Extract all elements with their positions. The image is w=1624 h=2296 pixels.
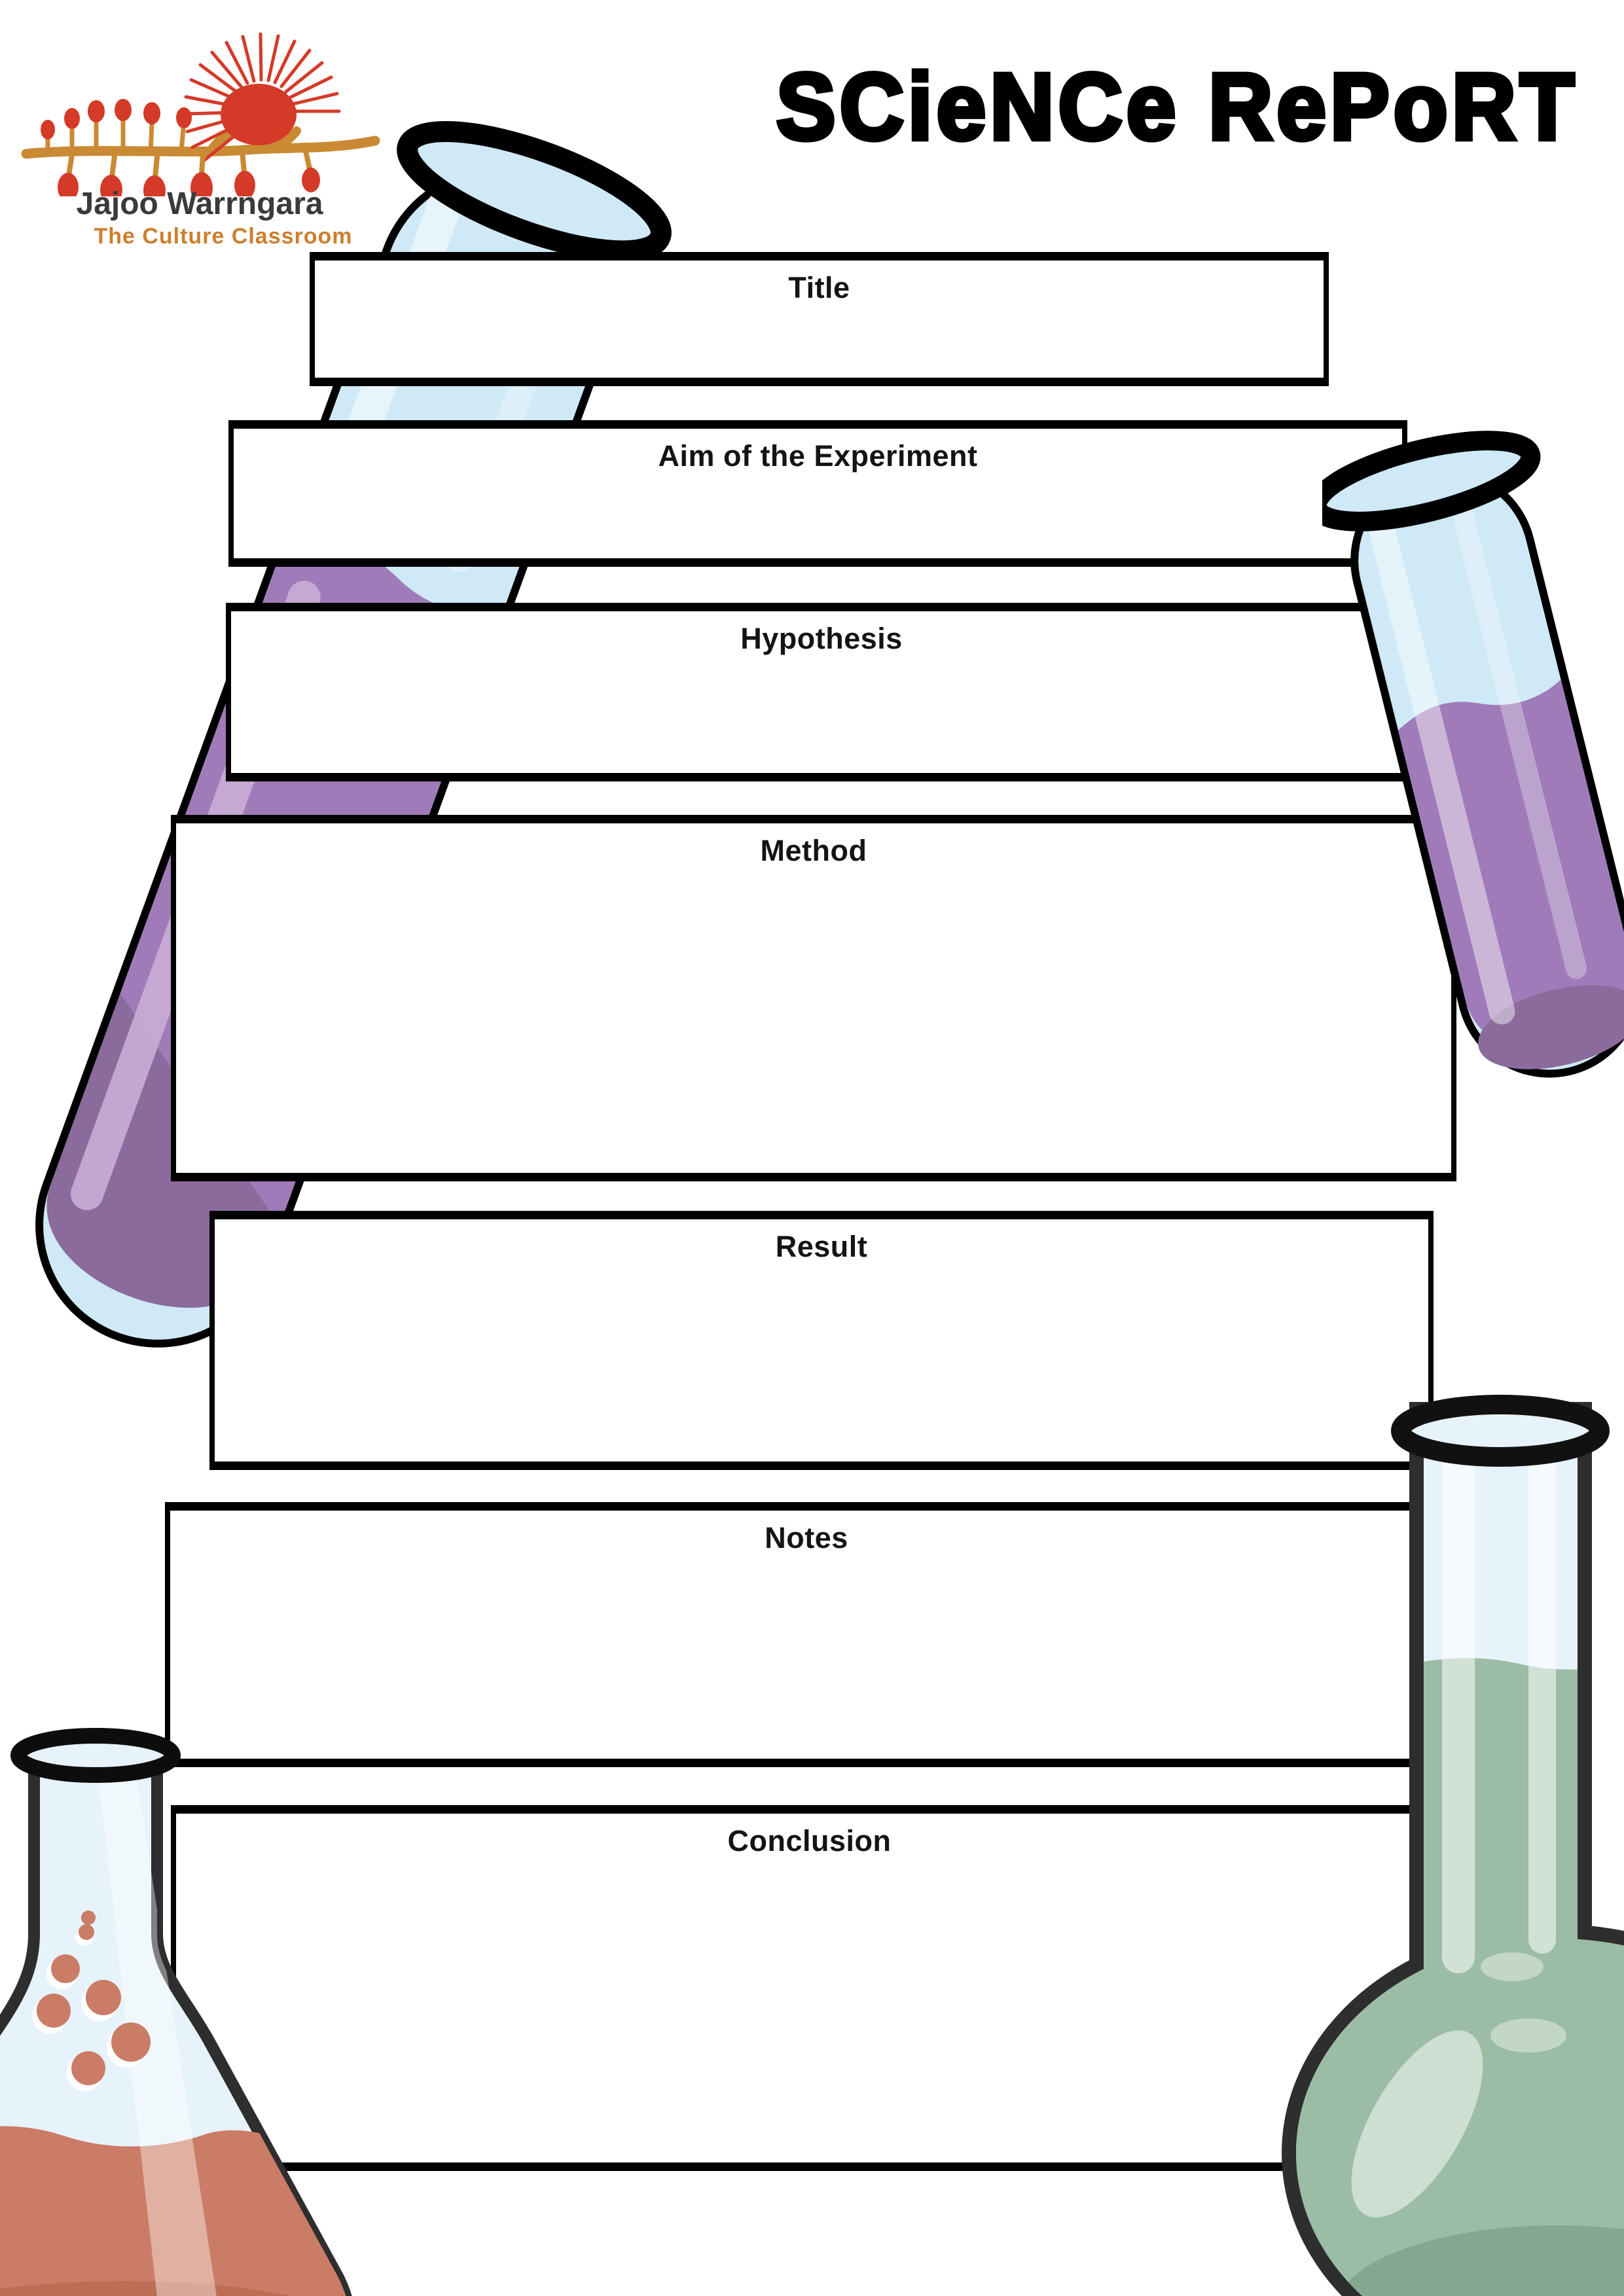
conclusion-section: Conclusion: [171, 1805, 1448, 2171]
bud-stems-upper: [45, 118, 186, 154]
notes-section-label: Notes: [765, 1521, 848, 1554]
result-section-label: Result: [775, 1230, 868, 1263]
aim-section: Aim of the Experiment: [228, 420, 1407, 567]
brand-name: Jajoo Warrngara: [76, 187, 323, 221]
brand-tagline: The Culture Classroom: [94, 224, 353, 249]
erlenmeyer-bubbles: [32, 1910, 151, 2091]
result-section: Result: [209, 1211, 1434, 1470]
notes-writing-area[interactable]: [174, 1560, 1439, 1755]
method-section-label: Method: [760, 834, 867, 867]
notes-section: Notes: [165, 1502, 1448, 1767]
conclusion-section-label: Conclusion: [727, 1824, 892, 1857]
test-tube-right-liquid-shadow: [1478, 985, 1624, 1069]
green-flask-bubble-2: [1490, 2018, 1566, 2053]
erlenmeyer-rim: [10, 1728, 181, 1783]
green-flask-neck-shine-2: [1528, 1430, 1556, 1954]
green-flask-bubble: [1481, 1952, 1543, 1981]
page-title: SCieNCe RePoRT: [774, 51, 1578, 162]
title-section: Title: [310, 252, 1329, 386]
green-flask-liquid-shadow: [1335, 2225, 1624, 2296]
title-writing-area[interactable]: [319, 310, 1320, 374]
hypothesis-writing-area[interactable]: [235, 661, 1408, 769]
blossom-center: [221, 84, 297, 145]
hypothesis-section: Hypothesis: [226, 603, 1417, 781]
aim-section-label: Aim of the Experiment: [658, 439, 978, 473]
test-tube-right-glass-shine-2: [1447, 482, 1587, 979]
conclusion-writing-area[interactable]: [180, 1863, 1439, 2159]
erlenmeyer-liquid-shadow: [0, 2281, 350, 2296]
method-section: Method: [171, 815, 1456, 1181]
title-section-label: Title: [788, 271, 850, 304]
aim-writing-area[interactable]: [238, 478, 1398, 554]
hypothesis-section-label: Hypothesis: [740, 622, 903, 655]
method-writing-area[interactable]: [180, 873, 1447, 1169]
buds-upper: [41, 99, 192, 139]
branch: [21, 135, 380, 159]
result-writing-area[interactable]: [219, 1269, 1424, 1458]
gum-blossom-branch-icon: [21, 32, 380, 196]
